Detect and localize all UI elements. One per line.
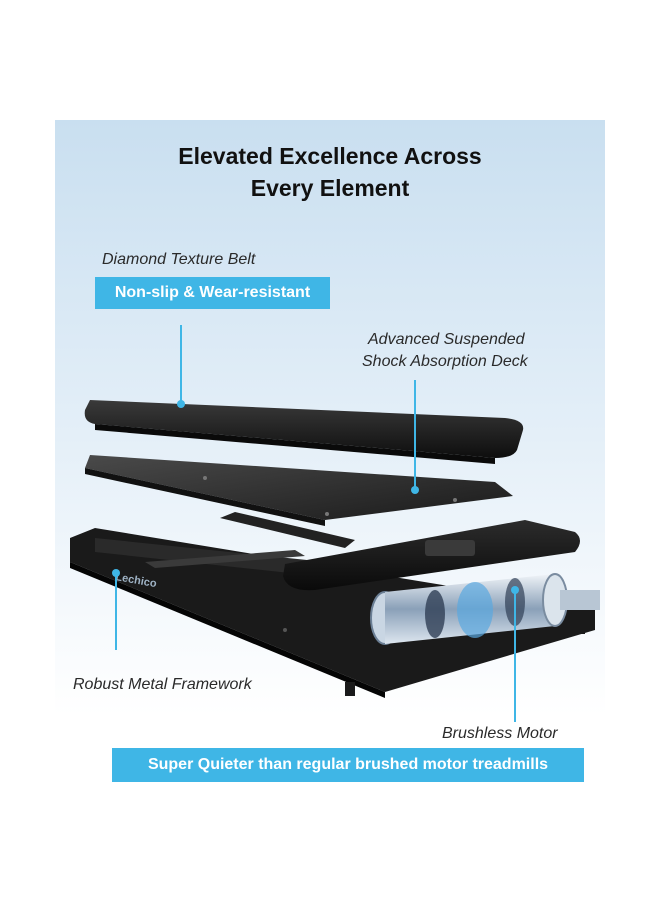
frame-label: Robust Metal Framework — [73, 676, 252, 693]
title-line-1: Elevated Excellence Across — [178, 143, 482, 169]
deck-label-line-1: Advanced Suspended — [368, 331, 525, 348]
belt-label: Diamond Texture Belt — [102, 251, 256, 268]
motor-feature-badge: Super Quieter than regular brushed motor… — [112, 748, 584, 782]
page-title: Elevated Excellence Across Every Element — [55, 140, 605, 204]
deck-label-line-2: Shock Absorption Deck — [362, 353, 528, 370]
motor-label: Brushless Motor — [442, 725, 558, 742]
treadmill-exploded-figure: Lechico — [70, 400, 600, 698]
running-belt — [84, 400, 524, 464]
title-line-2: Every Element — [250, 175, 410, 201]
shock-absorption-deck — [85, 455, 513, 526]
belt-feature-badge: Non-slip & Wear-resistant — [95, 277, 330, 309]
motor-hood — [283, 520, 580, 591]
